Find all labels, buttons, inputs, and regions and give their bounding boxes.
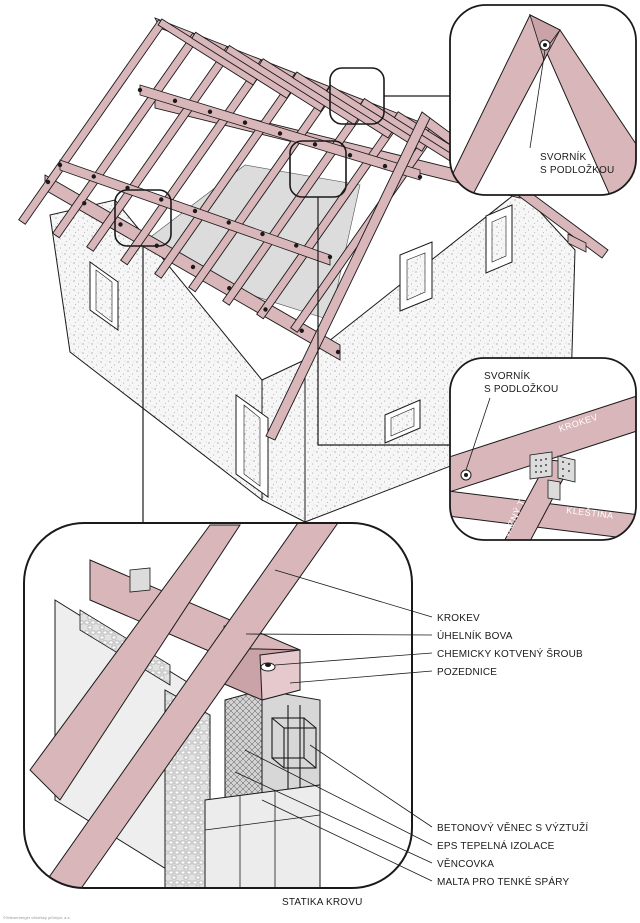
callout-leaders <box>142 95 452 524</box>
joint-dot <box>312 142 318 147</box>
joint-dot <box>91 174 96 179</box>
bolt-label-mid-2: S PODLOŽKOU <box>484 382 558 395</box>
wall-plate-end <box>567 233 587 253</box>
detail-ridge-joint: SVORNÍK S PODLOŽKOU <box>449 4 637 196</box>
window <box>89 261 119 331</box>
window <box>485 204 513 274</box>
label-uhelnik-bova: ÚHELNÍK BOVA <box>437 629 513 642</box>
rafter <box>29 524 241 801</box>
joint-dot <box>277 131 283 136</box>
joint-dot <box>45 179 51 185</box>
footer-credit: ©Wienerberger cihlářský průmysl, a.s. <box>3 915 71 920</box>
joint-dot <box>226 220 231 225</box>
label-krokev: KROKEV <box>437 613 480 624</box>
joint-dot <box>118 222 123 227</box>
bolt-label-mid-1: SVORNÍK <box>484 369 531 382</box>
label-chemicky-kotveny-sroub: CHEMICKY KOTVENÝ ŠROUB <box>437 647 583 660</box>
joint-dot <box>294 243 299 248</box>
window <box>235 394 269 498</box>
anchor-bolt-icon <box>260 662 276 672</box>
joint-dot <box>335 349 341 355</box>
joint-dot <box>190 264 196 270</box>
bolt-label-top-1: SVORNÍK <box>540 150 587 163</box>
label-pozednice: POZEDNICE <box>437 667 497 678</box>
joint-dot <box>260 231 265 237</box>
joint-dot <box>159 197 164 202</box>
joint-dot <box>57 162 63 168</box>
rafter <box>39 523 341 888</box>
joint-dot <box>172 98 178 104</box>
label-leaders <box>234 569 433 882</box>
caption: STATIKA KROVU <box>282 897 363 908</box>
joint-dot <box>347 153 353 158</box>
gable-rafter <box>265 111 431 441</box>
joint-dot <box>192 208 198 214</box>
detail-eave-anchorage <box>23 522 413 889</box>
joint-dot <box>382 163 388 169</box>
label-betonovy-venec: BETONOVÝ VĚNEC S VÝZTUŽÍ <box>437 821 588 834</box>
joint-markers <box>45 87 423 355</box>
bolt-label-top-2: S PODLOŽKOU <box>540 163 614 176</box>
angle-bracket <box>129 567 151 593</box>
joint-dot <box>137 87 143 93</box>
joint-dot <box>242 120 248 125</box>
window <box>399 241 433 312</box>
joint-dot <box>327 254 333 260</box>
window <box>384 399 421 444</box>
label-eps-izolace: EPS TEPELNÁ IZOLACE <box>437 839 555 852</box>
label-malta: MALTA PRO TENKÉ SPÁRY <box>437 875 570 888</box>
joint-dot <box>227 286 232 291</box>
joint-dot <box>125 185 130 191</box>
joint-dot <box>82 201 87 206</box>
joint-dot <box>207 109 213 114</box>
joint-dot <box>417 174 423 180</box>
concrete-ring-beam <box>261 689 321 796</box>
joint-dot <box>299 328 304 333</box>
component-labels: KROKEV ÚHELNÍK BOVA CHEMICKY KOTVENÝ ŠRO… <box>437 613 588 888</box>
joint-dot <box>263 307 268 312</box>
detail-collar-joint: KROKEV VAZNÝ TRÁM KLEŠTINA SVORNÍK S POD… <box>449 357 637 541</box>
label-vencovka: VĚNCOVKA <box>437 857 494 870</box>
